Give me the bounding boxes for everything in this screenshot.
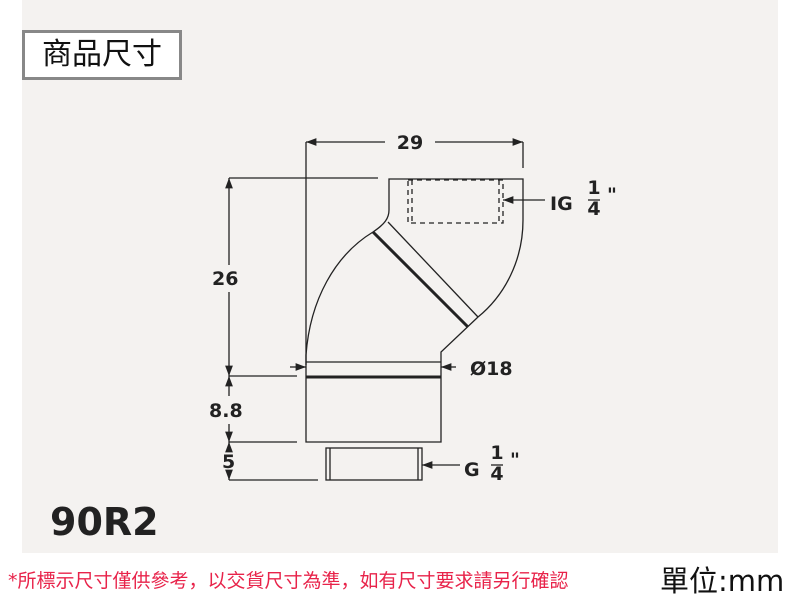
page-title: 商品尺寸 — [22, 30, 182, 80]
unit-label: 單位:mm — [660, 564, 785, 598]
fraction-denominator: 4 — [587, 198, 600, 220]
body-height-label: 8.8 — [209, 400, 243, 422]
height-label: 26 — [212, 268, 238, 290]
width-label: 29 — [397, 132, 423, 154]
top-thread-type: IG — [550, 193, 573, 215]
swivel-line — [371, 230, 470, 329]
fraction-denominator: 4 — [490, 463, 503, 485]
model-name: 90R2 — [50, 500, 159, 544]
bottom-thread — [325, 447, 423, 481]
fraction-numerator: 1 — [587, 177, 600, 199]
swivel-line — [387, 221, 479, 318]
inch-mark: " — [607, 184, 617, 206]
inner-thread — [407, 179, 504, 224]
diameter-label: Ø18 — [470, 358, 513, 380]
thread-length-label: 5 — [222, 451, 235, 473]
fraction-numerator: 1 — [490, 442, 503, 464]
bottom-thread-type: G — [464, 459, 480, 481]
bottom-thread-label: G 1 4 " — [464, 442, 520, 485]
inch-mark: " — [510, 449, 520, 471]
top-thread-label: IG 1 4 " — [550, 177, 617, 220]
disclaimer-note: *所標示尺寸僅供參考，以交貨尺寸為準，如有尺寸要求請另行確認 — [8, 570, 569, 592]
fitting-outline — [305, 178, 524, 443]
